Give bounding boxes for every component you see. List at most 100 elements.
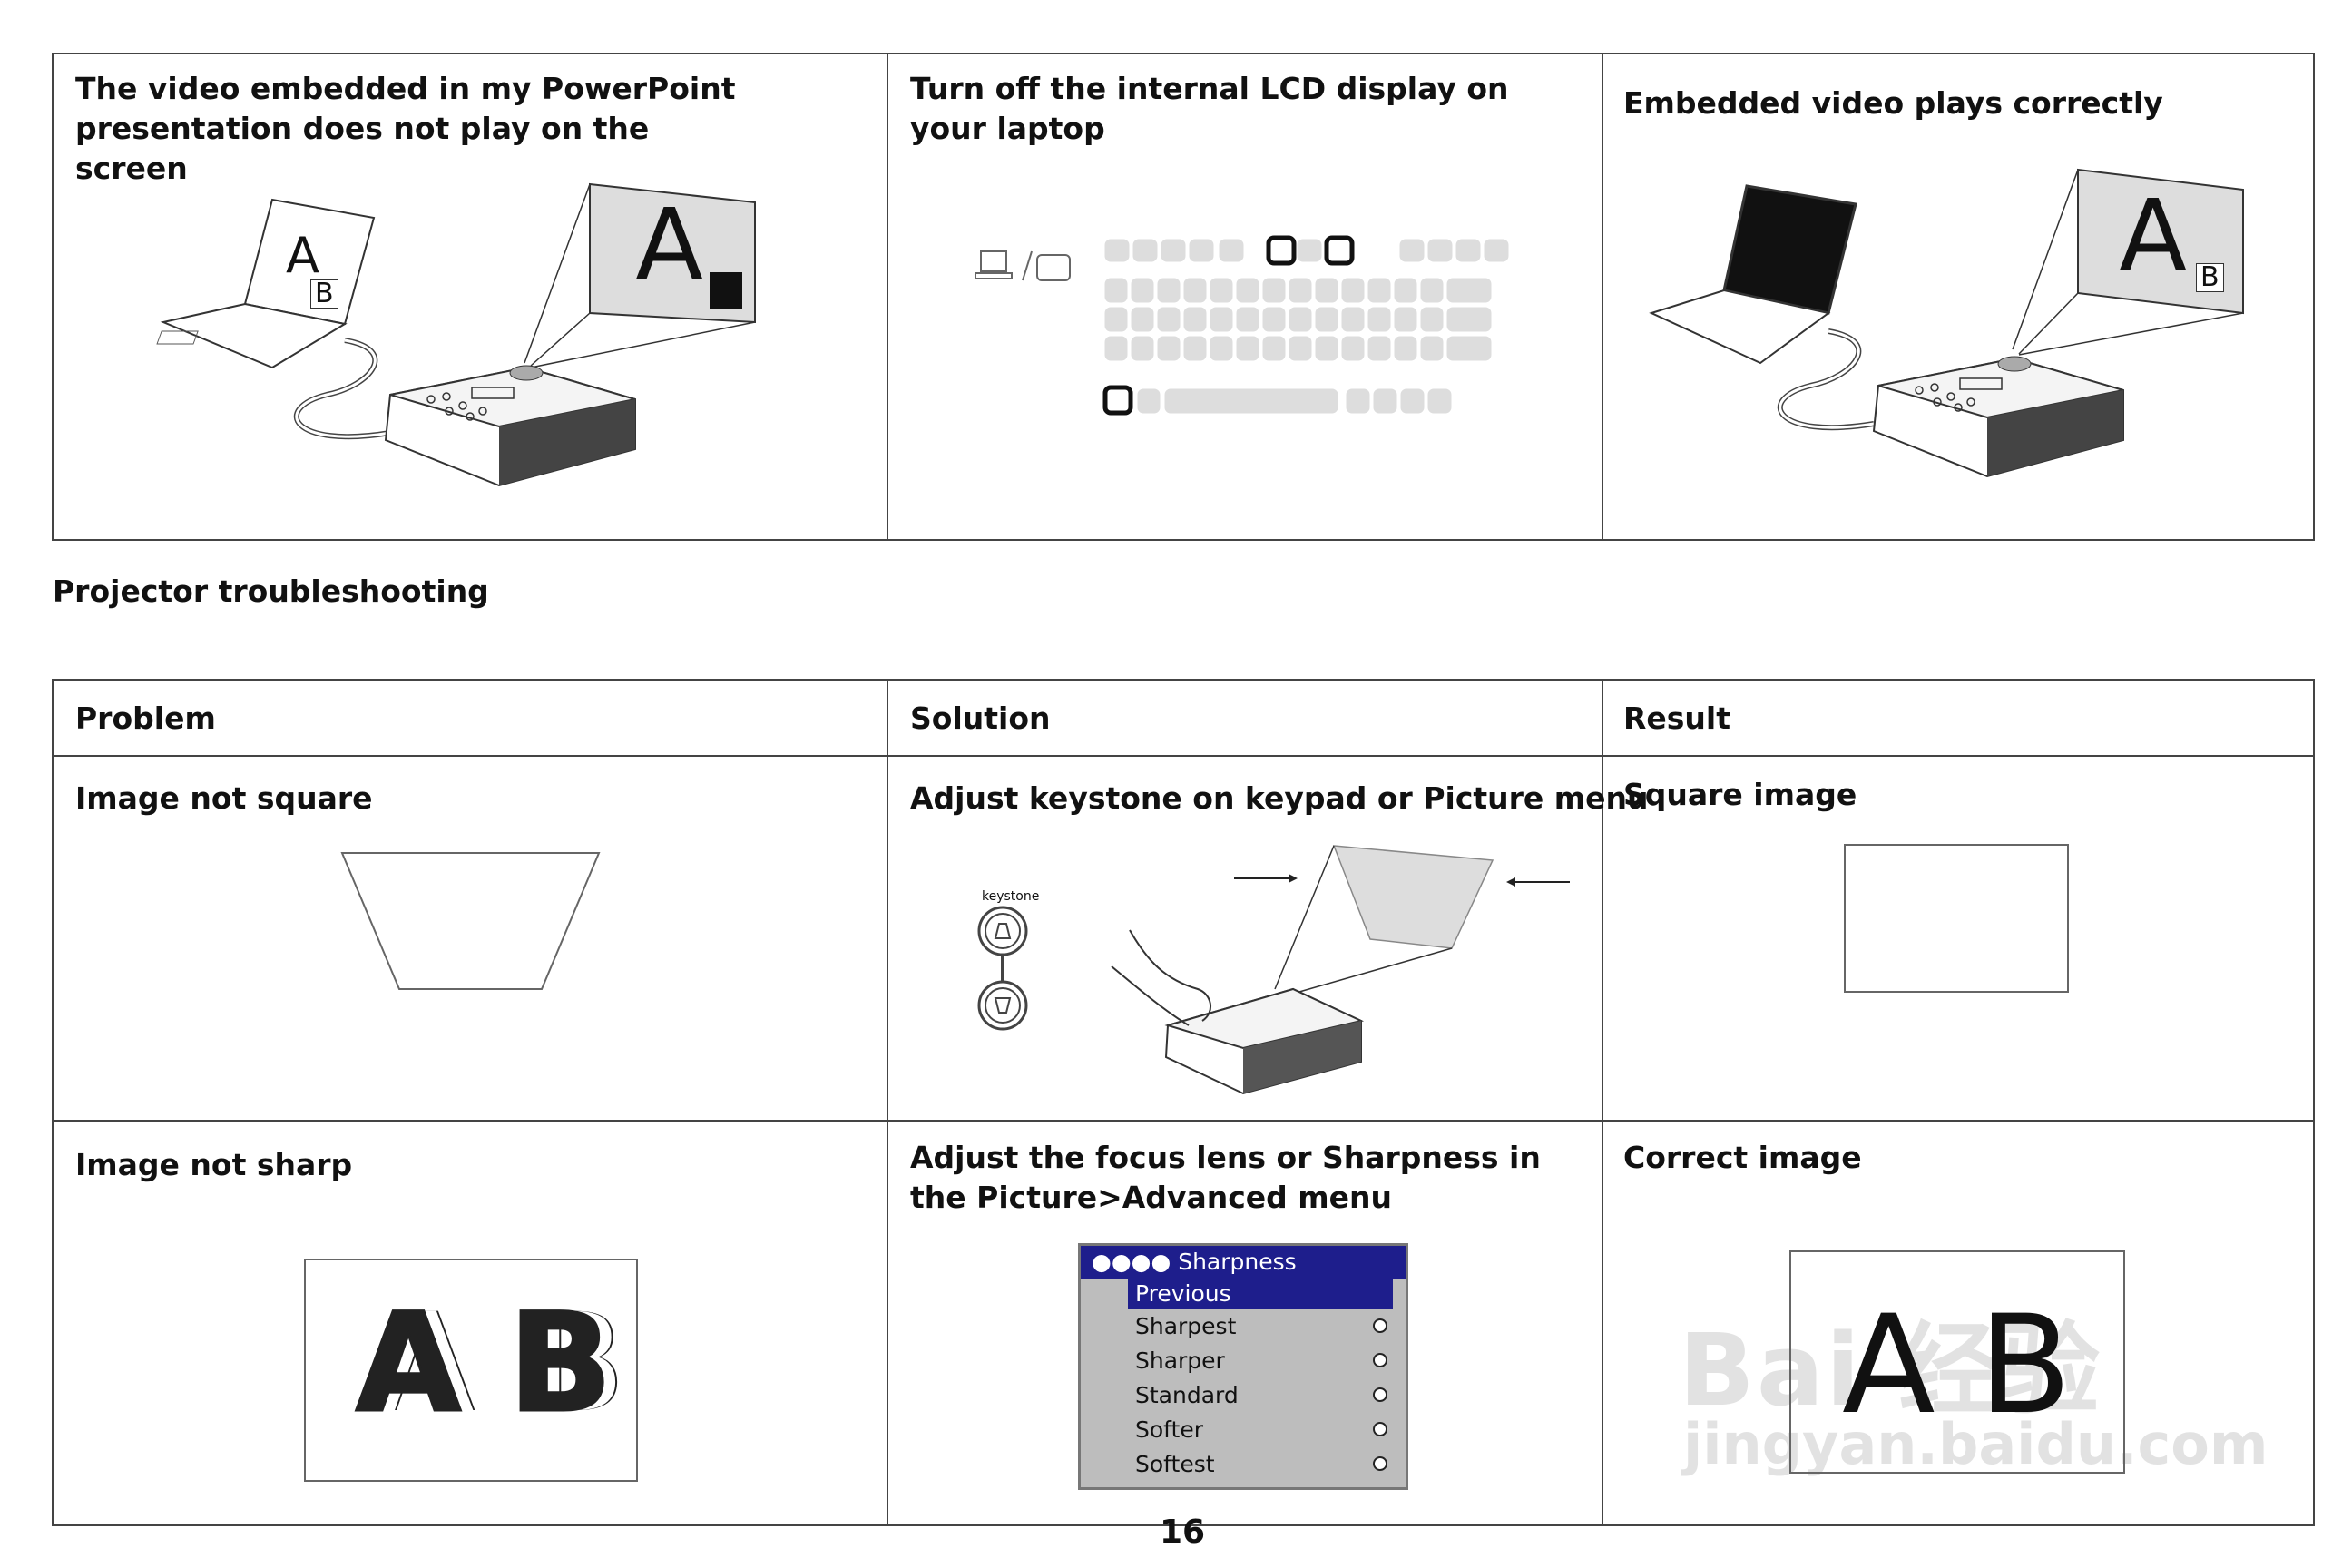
keyboard-key [1420, 336, 1444, 361]
troubleshooting-table: Problem Solution Result Image not square… [52, 679, 2315, 1526]
keyboard-key [1104, 336, 1128, 361]
keyboard-key [1210, 336, 1233, 361]
row2-problem: Image not sharp [75, 1147, 353, 1182]
keyboard-key [1297, 239, 1322, 262]
illustration-black-square [710, 272, 742, 309]
column-divider [887, 54, 888, 539]
keyboard-key [1219, 239, 1244, 262]
keyboard-key [1157, 307, 1181, 332]
laptop-keyboard-illustration [1102, 235, 1509, 416]
keyboard-key [1484, 239, 1509, 262]
menu-item-softest[interactable]: Softest [1081, 1447, 1406, 1482]
keyboard-key [1399, 239, 1425, 262]
illustration-letter-a-3: A [2119, 178, 2188, 294]
illustration-letter-b-small: B [310, 279, 338, 309]
keyboard-key [1427, 388, 1452, 414]
radio-icon[interactable] [1373, 1422, 1387, 1436]
blurry-ab-text: A B [355, 1285, 614, 1443]
menu-item-standard[interactable]: Standard [1081, 1378, 1406, 1413]
sharpness-menu-title: ●●●● Sharpness [1081, 1246, 1406, 1279]
keyboard-key [1137, 388, 1161, 414]
keyboard-key [1289, 278, 1312, 303]
menu-item-sharpest[interactable]: Sharpest [1081, 1309, 1406, 1344]
keystone-projector-illustration [1111, 845, 1570, 1095]
keyboard-key [1189, 239, 1214, 262]
keyboard-key [1262, 336, 1286, 361]
radio-icon[interactable] [1373, 1353, 1387, 1367]
header-solution: Solution [910, 701, 1051, 736]
keystone-buttons [977, 906, 1028, 1031]
row2-solution: Adjust the focus lens or Sharpness in th… [910, 1140, 1541, 1215]
section-title: Projector troubleshooting [53, 573, 489, 609]
keyboard-key [1289, 336, 1312, 361]
row-divider [54, 1120, 2313, 1122]
keyboard-key [1367, 336, 1391, 361]
keyboard-key [1446, 278, 1492, 303]
keyboard-key [1104, 239, 1130, 262]
illustration-letter-b-3: B [2196, 263, 2224, 292]
watermark-logo: Bai 经验 [1679, 1312, 2102, 1428]
top-cell-3-title: Embedded video plays correctly [1623, 85, 2163, 121]
square-image-rect [1844, 844, 2069, 993]
keyboard-key [1157, 336, 1181, 361]
header-result: Result [1623, 701, 1731, 736]
keyboard-key [1394, 307, 1417, 332]
correct-ab-text: A B [1842, 1287, 2073, 1445]
keyboard-key [1341, 278, 1365, 303]
top-table: The video embedded in my PowerPoint pres… [52, 53, 2315, 541]
radio-icon[interactable] [1373, 1387, 1387, 1402]
keyboard-key [1289, 307, 1312, 332]
keyboard-key [1210, 307, 1233, 332]
watermark-url: jingyan.baidu.com [1683, 1411, 2269, 1477]
header-problem: Problem [75, 701, 216, 736]
highlighted-key [1102, 385, 1133, 416]
keyboard-key [1367, 307, 1391, 332]
menu-item-sharper[interactable]: Sharper [1081, 1344, 1406, 1378]
keyboard-key [1394, 278, 1417, 303]
page-number: 16 [1160, 1514, 1206, 1551]
keyboard-key [1400, 388, 1425, 414]
keyboard-key [1183, 278, 1207, 303]
sharpness-menu: ●●●● Sharpness Previous Sharpest Sharper… [1078, 1243, 1408, 1490]
keyboard-key [1132, 239, 1158, 262]
keyboard-key [1455, 239, 1481, 262]
highlighted-key [1266, 235, 1297, 266]
keyboard-key [1236, 307, 1259, 332]
blurry-ab-box [304, 1259, 638, 1482]
keyboard-key [1131, 307, 1154, 332]
keyboard-key [1262, 278, 1286, 303]
row1-problem: Image not square [75, 780, 373, 816]
keyboard-key [1341, 336, 1365, 361]
keyboard-key [1131, 278, 1154, 303]
keyboard-key [1104, 278, 1128, 303]
keyboard-key [1420, 307, 1444, 332]
keyboard-key [1315, 278, 1338, 303]
keyboard-key [1420, 278, 1444, 303]
laptop-lcd-toggle-icon [975, 250, 1071, 281]
menu-item-previous[interactable]: Previous [1128, 1279, 1393, 1309]
illustration-letter-a-small: A [286, 227, 319, 284]
keyboard-key [1164, 388, 1338, 414]
illustration-letter-a: A [635, 187, 704, 303]
highlighted-key [1324, 235, 1355, 266]
keyboard-key [1236, 336, 1259, 361]
keyboard-key [1346, 388, 1370, 414]
keystone-label: keystone [982, 889, 1040, 904]
keyboard-key [1446, 307, 1492, 332]
keyboard-key [1446, 336, 1492, 361]
keyboard-key [1183, 336, 1207, 361]
keyboard-key [1262, 307, 1286, 332]
keyboard-key [1373, 388, 1397, 414]
keyboard-key [1183, 307, 1207, 332]
radio-icon[interactable] [1373, 1318, 1387, 1333]
row1-result: Square image [1623, 777, 1857, 812]
keyboard-key [1236, 278, 1259, 303]
top-cell-2-title: Turn off the internal LCD display on you… [910, 71, 1509, 146]
radio-icon[interactable] [1373, 1456, 1387, 1471]
menu-item-softer[interactable]: Softer [1081, 1413, 1406, 1447]
row1-solution: Adjust keystone on keypad or Picture men… [910, 780, 1649, 816]
top-cell-1-title: The video embedded in my PowerPoint pres… [75, 71, 736, 186]
keyboard-key [1367, 278, 1391, 303]
keyboard-key [1315, 307, 1338, 332]
keyboard-key [1104, 307, 1128, 332]
